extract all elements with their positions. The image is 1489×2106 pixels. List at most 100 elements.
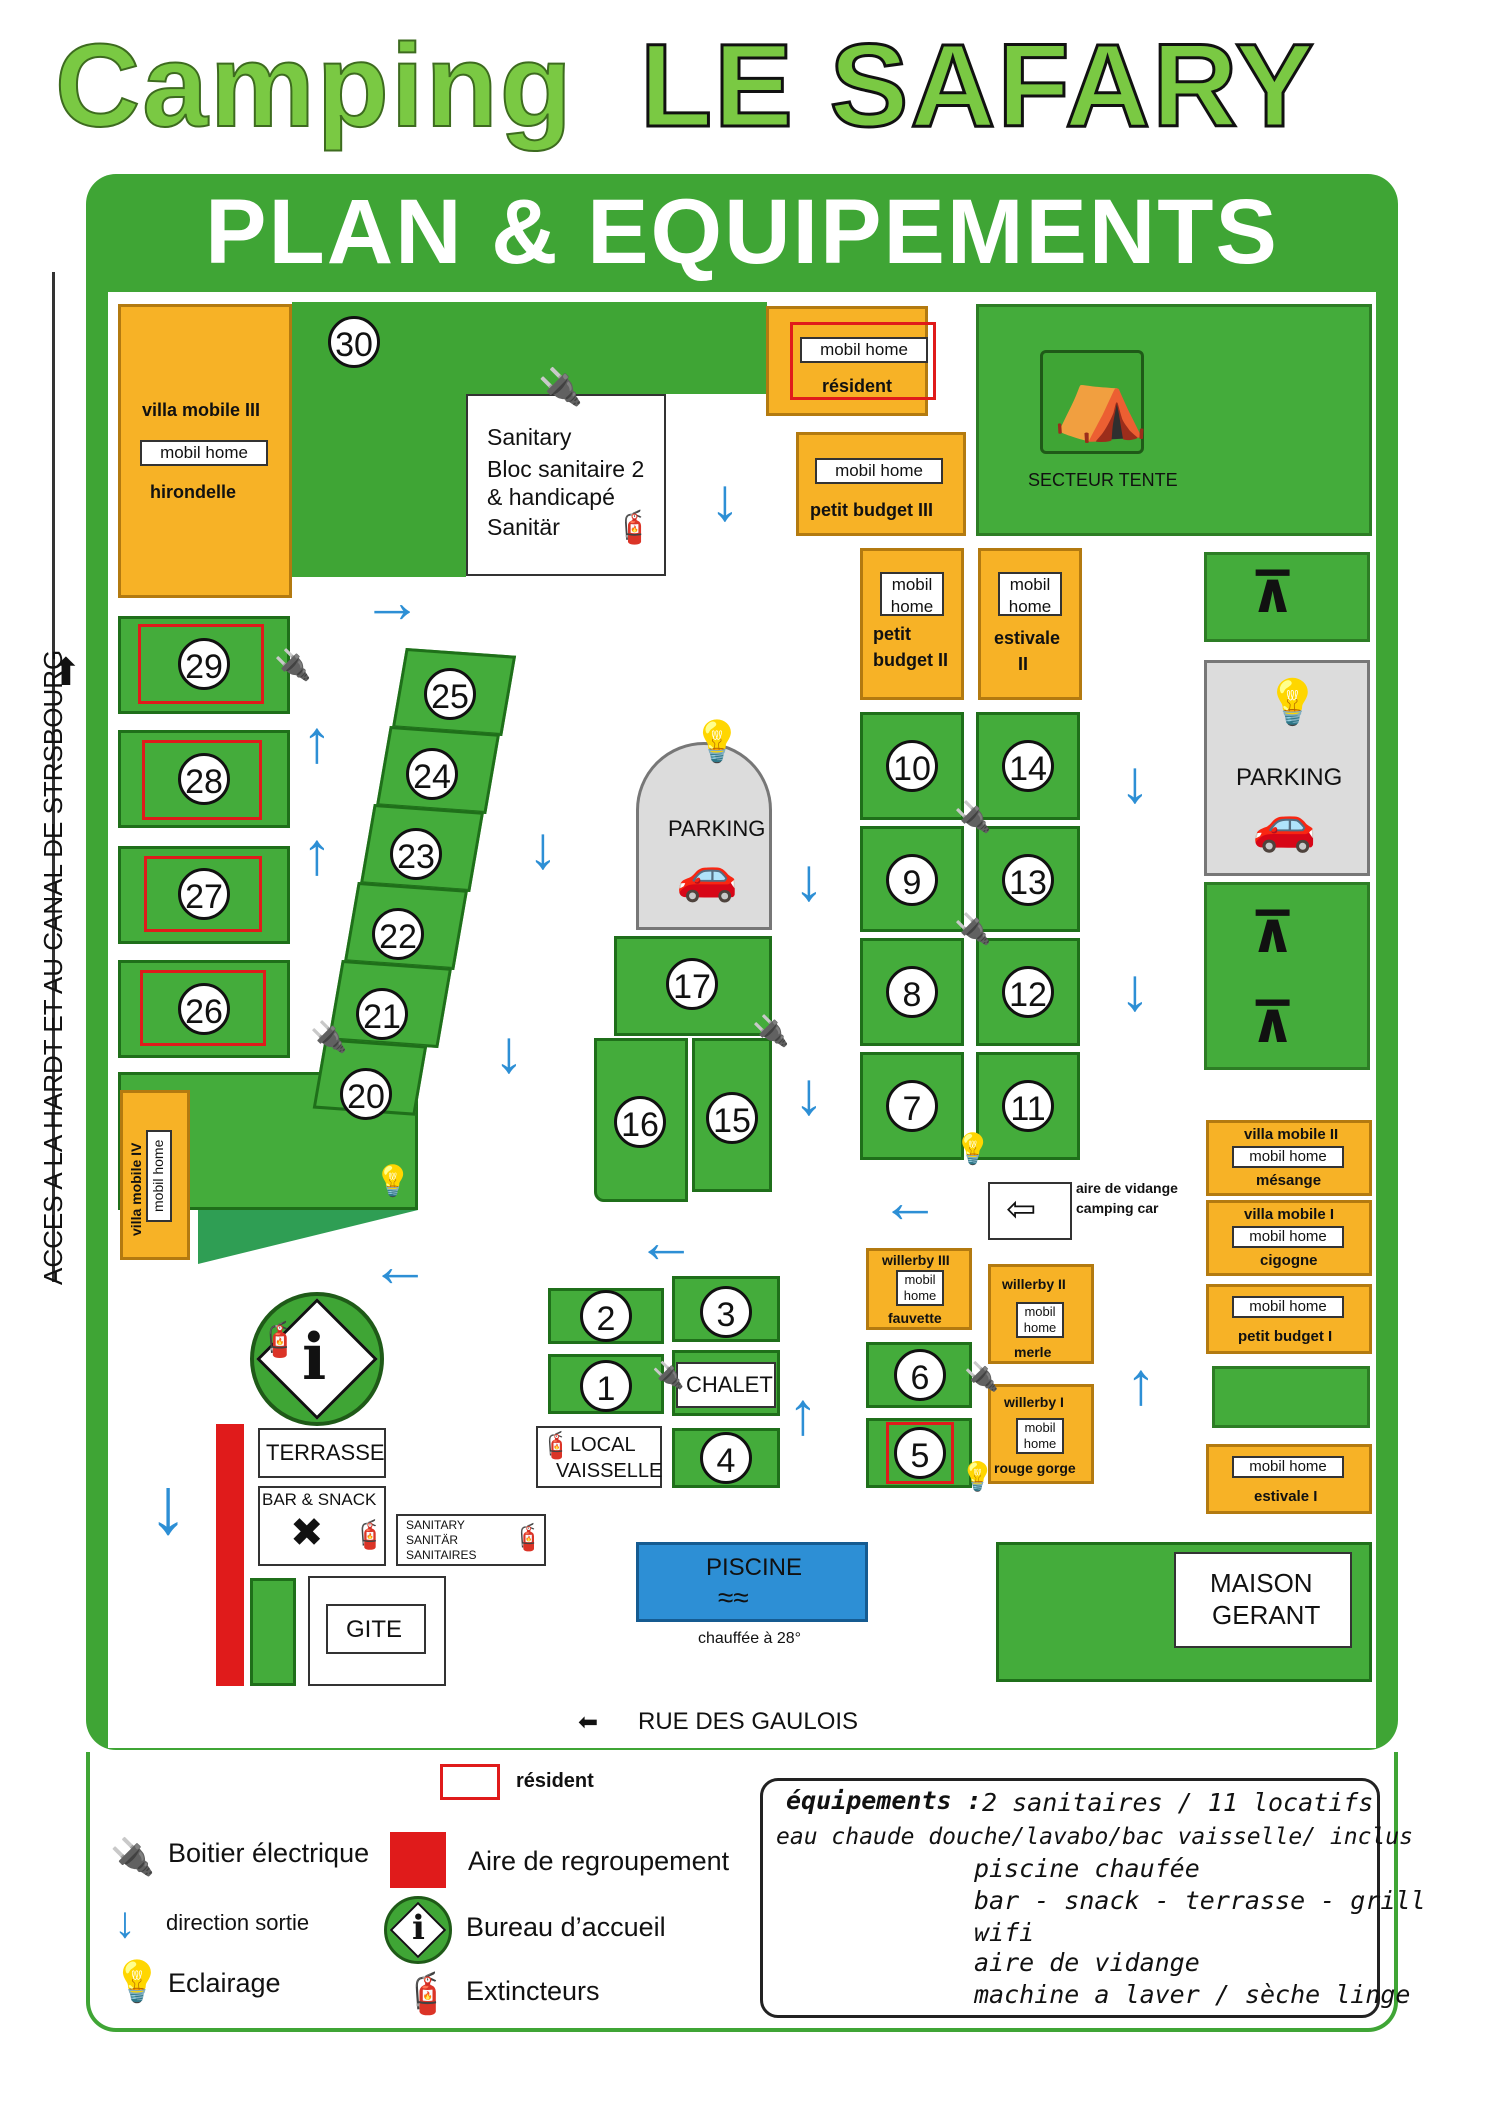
mh-mobil: mobil <box>891 575 933 594</box>
zone-11[interactable] <box>976 1052 1080 1160</box>
lot-24[interactable]: 24 <box>406 748 458 800</box>
equipements-line-4: wifi <box>974 1918 1035 1947</box>
estivale-2[interactable] <box>978 548 1082 700</box>
lot-9[interactable]: 9 <box>886 854 938 906</box>
lot-15[interactable]: 15 <box>706 1092 758 1144</box>
maison-label: MAISON <box>1210 1568 1313 1598</box>
lamp-icon: 💡 <box>692 720 742 764</box>
parking-center[interactable] <box>636 742 772 930</box>
budget-2-label: budget II <box>873 650 948 670</box>
lot-7[interactable]: 7 <box>886 1080 938 1132</box>
legend-info-icon: i <box>412 1908 425 1948</box>
direction-arrow-icon: ↓ <box>528 814 558 881</box>
maison-gerant[interactable] <box>1174 1552 1352 1648</box>
aire-vidange-box[interactable] <box>988 1182 1072 1240</box>
legend-bureau-label: Bureau d’accueil <box>466 1912 666 1942</box>
lot-14[interactable]: 14 <box>1002 740 1054 792</box>
direction-arrow-icon: ← <box>636 1208 696 1275</box>
secteur-tente[interactable] <box>976 304 1372 536</box>
secteur-tente-label: SECTEUR TENTE <box>1028 470 1178 490</box>
direction-arrow-icon: ↑ <box>302 708 332 775</box>
lot-22[interactable]: 22 <box>372 908 424 960</box>
lot-27[interactable]: 27 <box>178 868 230 920</box>
lot-2[interactable]: 2 <box>580 1290 632 1342</box>
lot-17[interactable]: 17 <box>666 958 718 1010</box>
villa-mobile-3-label: villa mobile III <box>142 400 261 420</box>
fire-extinguisher-icon: 🧯 <box>614 509 654 545</box>
lamp-icon: 💡 <box>1265 678 1320 727</box>
direction-arrow-icon: → <box>362 568 422 635</box>
direction-arrow-icon: ↓ <box>1120 956 1150 1023</box>
sanitaires-block[interactable] <box>396 1514 546 1566</box>
lot-11[interactable]: 11 <box>1002 1080 1054 1132</box>
chalet[interactable] <box>676 1362 776 1408</box>
legend-resident-marker <box>440 1764 500 1800</box>
lot-25[interactable]: 25 <box>424 668 476 720</box>
electric-box-icon: 🔌 <box>652 1360 685 1390</box>
lot-23[interactable]: 23 <box>390 828 442 880</box>
parking-right-label: PARKING <box>1236 764 1343 791</box>
mh-home: home <box>903 1288 937 1303</box>
estivale-1[interactable] <box>1206 1444 1372 1514</box>
lot-5[interactable]: 5 <box>894 1427 946 1479</box>
picnic-area-2 <box>1204 882 1370 1070</box>
mesange-label: mésange <box>1256 1172 1322 1189</box>
mh-home: home <box>1008 597 1052 616</box>
lot-10[interactable]: 10 <box>886 740 938 792</box>
lot-28[interactable]: 28 <box>178 753 230 805</box>
resident-marker <box>138 624 264 704</box>
parking-right[interactable] <box>1204 660 1370 876</box>
legend-resident-label: résident <box>516 1770 594 1792</box>
direction-arrow-icon: ↑ <box>302 820 332 887</box>
legend-aire-label: Aire de regroupement <box>468 1846 730 1876</box>
vaisselle-label: VAISSELLE <box>556 1460 663 1482</box>
hirondelle-label: hirondelle <box>150 482 237 502</box>
lot-20[interactable]: 20 <box>340 1068 392 1120</box>
direction-arrow-icon: ↓ <box>1120 748 1150 815</box>
electric-box-icon: 🔌 <box>954 801 992 834</box>
terrasse[interactable] <box>258 1428 386 1478</box>
merle-label: merle <box>1014 1344 1052 1360</box>
equipements-line-6: machine a laver / sèche linge <box>974 1980 1411 2009</box>
waves-icon: ≈≈ <box>718 1582 749 1613</box>
zone-26[interactable] <box>118 960 290 1058</box>
green-lot-gite <box>250 1578 296 1686</box>
lot-29[interactable]: 29 <box>178 638 230 690</box>
camping-car-label: camping car <box>1076 1200 1159 1216</box>
green-triangle <box>198 1210 418 1264</box>
mh-home: home <box>890 597 934 616</box>
lot-30[interactable]: 30 <box>328 316 380 368</box>
green-lot-right[interactable] <box>1212 1366 1370 1428</box>
legend-extinguisher-icon: 🧯 <box>402 1972 452 2016</box>
local-vaisselle[interactable] <box>536 1426 662 1488</box>
willerby-2-label: willerby II <box>1002 1276 1066 1292</box>
mh-mobil: mobil <box>904 1272 936 1287</box>
estivale-label: estivale <box>994 628 1061 648</box>
lot-8[interactable]: 8 <box>886 966 938 1018</box>
lot-13[interactable]: 13 <box>1002 854 1054 906</box>
direction-arrow-icon: ↑ <box>1126 1350 1156 1417</box>
gerant-label: GERANT <box>1212 1600 1321 1630</box>
petit-budget-1[interactable] <box>1206 1284 1372 1354</box>
lot-16[interactable]: 16 <box>614 1096 666 1148</box>
lot-4[interactable]: 4 <box>700 1432 752 1484</box>
lot-21[interactable]: 21 <box>356 988 408 1040</box>
terrasse-label: TERRASSE <box>266 1440 385 1465</box>
bloc-sanitaire-label: Bloc sanitaire 2 <box>487 456 645 482</box>
sanitary-block-2[interactable] <box>466 394 666 576</box>
petit-label: petit <box>873 624 911 644</box>
willerby-3[interactable] <box>866 1248 972 1330</box>
lot-1[interactable]: 1 <box>580 1360 632 1412</box>
piscine[interactable] <box>636 1542 868 1622</box>
resident-mh: mobil home <box>800 337 928 363</box>
lot-6[interactable]: 6 <box>894 1349 946 1401</box>
lot-12[interactable]: 12 <box>1002 966 1054 1018</box>
petit-budget-3[interactable] <box>796 432 966 536</box>
lot-3[interactable]: 3 <box>700 1286 752 1338</box>
bar-snack[interactable] <box>258 1486 386 1566</box>
fauvette-label: fauvette <box>888 1310 942 1326</box>
fire-extinguisher-icon: 🧯 <box>258 1321 301 1359</box>
lot-26[interactable]: 26 <box>178 983 230 1035</box>
